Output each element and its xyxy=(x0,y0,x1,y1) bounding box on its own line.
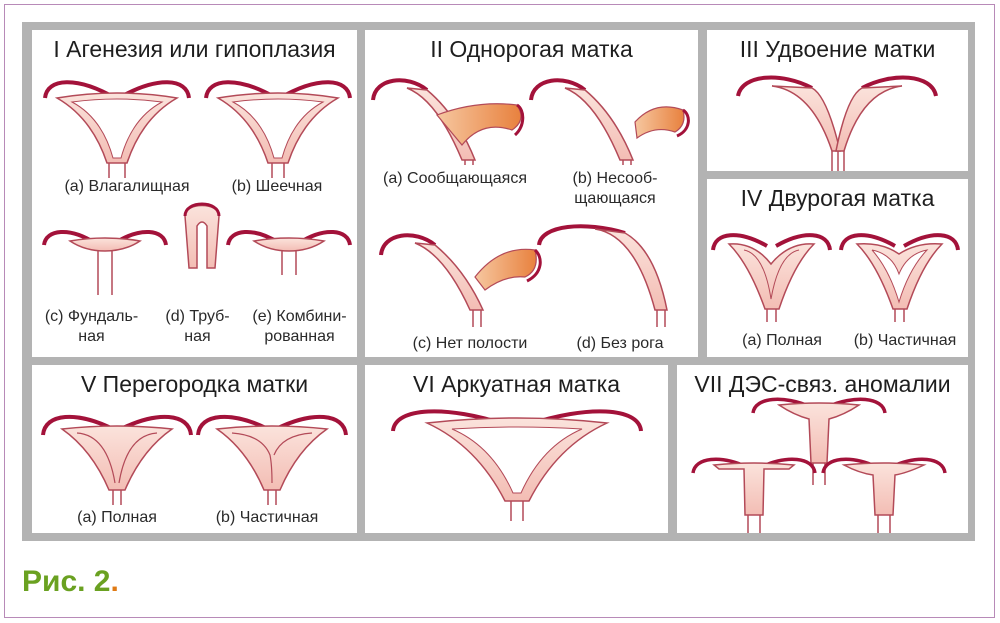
label-d: (d) Без рога xyxy=(576,335,664,352)
uterus-illustration xyxy=(391,409,643,521)
uterus-illustration xyxy=(41,415,193,505)
uterus-illustration xyxy=(42,229,168,295)
label-c: (c) Нет полости xyxy=(412,335,528,352)
uterus-illustration xyxy=(196,415,348,505)
panel-agenesis: I Агенезия или гипоплазия (a) Влагалищна… xyxy=(32,30,357,357)
uterus-illustration xyxy=(839,233,960,322)
uterus-illustration xyxy=(43,80,191,178)
panel-title: VI Аркуатная матка xyxy=(413,371,620,397)
panel-des: VII ДЭС-связ. аномалии xyxy=(677,365,968,533)
uterus-illustration xyxy=(371,78,525,165)
uterus-illustration xyxy=(691,457,817,533)
panel-title: V Перегородка матки xyxy=(80,371,309,397)
panel-unicornuate: II Однорогая матка (a) Сообщающаяся (b) … xyxy=(365,30,698,357)
uterus-illustration xyxy=(379,233,542,327)
label-b: (b) Несооб-щающаяся xyxy=(572,170,658,207)
panel-didelphys: III Удвоение матки xyxy=(707,30,968,171)
uterus-illustration xyxy=(183,202,221,269)
panel-title: II Однорогая матка xyxy=(430,36,633,62)
label-a: (a) Влагалищная xyxy=(64,178,190,195)
label-e: (e) Комбини-рованная xyxy=(252,308,347,345)
uterus-illustration xyxy=(226,229,352,275)
label-b: (b) Частичная xyxy=(853,332,957,349)
panel-title: VII ДЭС-связ. аномалии xyxy=(694,371,951,397)
label-d: (d) Труб-ная xyxy=(165,308,230,345)
label-b: (b) Частичная xyxy=(215,509,319,526)
panel-title: I Агенезия или гипоплазия xyxy=(53,36,336,62)
label-a: (a) Полная xyxy=(742,332,822,349)
figure-frame xyxy=(4,4,995,618)
label-a: (a) Полная xyxy=(77,509,157,526)
label-c: (c) Фундаль-ная xyxy=(44,308,139,345)
caption-dot: . xyxy=(110,565,119,598)
uterus-illustration xyxy=(736,75,938,171)
uterus-illustration xyxy=(711,233,832,322)
panel-bicornuate: IV Двурогая матка (a) Полная (b) Частичн… xyxy=(707,179,968,357)
label-a: (a) Сообщающаяся xyxy=(383,170,527,187)
uterus-illustration xyxy=(537,224,668,327)
figure-caption: Рис. 2. xyxy=(22,565,119,599)
caption-text: Рис. 2 xyxy=(22,565,111,598)
uterus-illustration xyxy=(204,80,352,178)
panel-title: IV Двурогая матка xyxy=(740,185,935,211)
panel-arcuate: VI Аркуатная матка xyxy=(365,365,668,533)
label-b: (b) Шеечная xyxy=(231,178,323,195)
uterus-illustration xyxy=(821,457,947,533)
panel-title: III Удвоение матки xyxy=(739,36,936,62)
panel-septate: V Перегородка матки (a) Полная (b) Части… xyxy=(32,365,357,533)
uterus-illustration xyxy=(529,78,690,165)
